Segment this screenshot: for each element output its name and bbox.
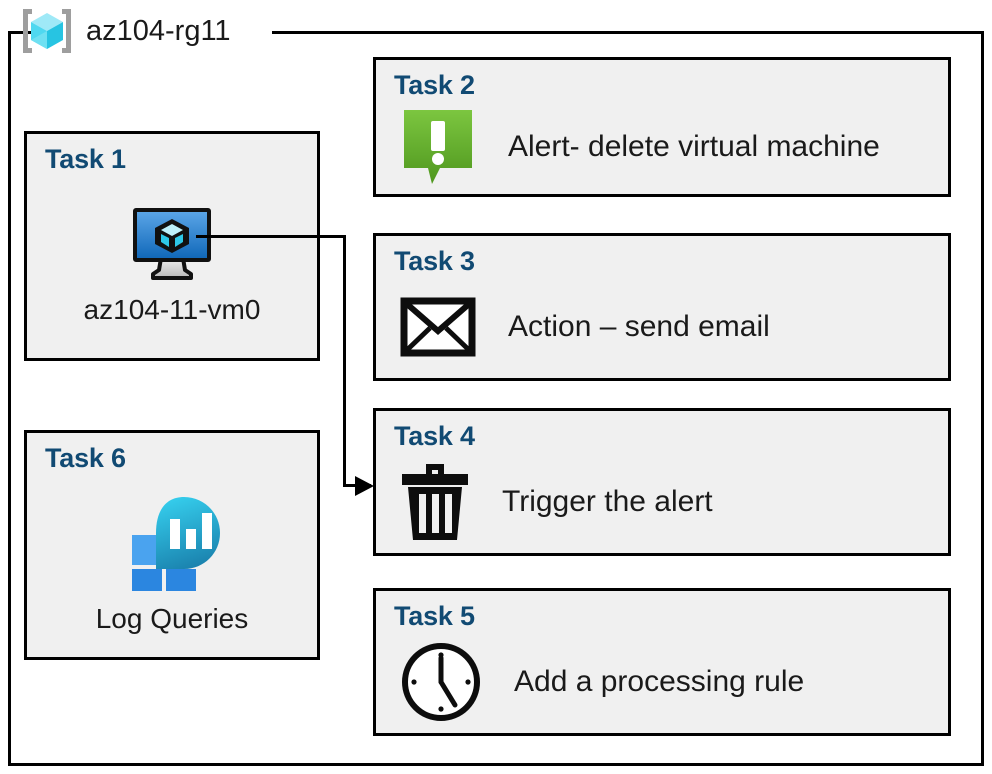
resource-group-header: az104-rg11 [18, 4, 231, 58]
card-task1-body: az104-11-vm0 [27, 182, 317, 350]
card-task6-body: Log Queries [27, 481, 317, 649]
card-task3-body: Action – send email [400, 282, 936, 372]
card-task1[interactable]: Task 1 [24, 131, 320, 361]
envelope-icon [400, 297, 476, 357]
card-task2[interactable]: Task 2 Alert- delete virtual machine [373, 57, 951, 197]
card-task1-caption: az104-11-vm0 [83, 294, 261, 325]
card-task3[interactable]: Task 3 Action – send email [373, 233, 951, 381]
card-task3-title: Task 3 [394, 246, 475, 276]
resource-group-icon [18, 5, 76, 57]
card-task1-title: Task 1 [45, 144, 126, 174]
card-task4-title: Task 4 [394, 421, 475, 451]
connector-vm-to-task4-arrowhead [355, 476, 374, 496]
card-task2-body: Alert- delete virtual machine [400, 106, 936, 188]
card-task5-title: Task 5 [394, 601, 475, 631]
card-task3-label: Action – send email [508, 310, 770, 343]
virtual-machine-icon [129, 206, 215, 282]
resource-group-border-left [8, 31, 11, 766]
card-task4-body: Trigger the alert [400, 457, 936, 547]
resource-group-border-bottom [8, 763, 984, 766]
connector-vm-to-task4-segment-horizontal-top [196, 235, 346, 238]
card-task6[interactable]: Task 6 [24, 430, 320, 660]
card-task2-label: Alert- delete virtual machine [508, 130, 880, 163]
resource-group-border-right [981, 31, 984, 766]
clock-icon [400, 641, 482, 723]
connector-vm-to-task4-segment-vertical [343, 235, 346, 487]
alert-exclamation-icon [400, 106, 476, 188]
card-task4[interactable]: Task 4 Trigger the alert [373, 408, 951, 556]
card-task2-title: Task 2 [394, 70, 475, 100]
card-task5-body: Add a processing rule [400, 637, 936, 727]
card-task5-label: Add a processing rule [514, 665, 805, 698]
card-task6-title: Task 6 [45, 443, 126, 473]
resource-group-border-top-right [272, 31, 984, 34]
resource-group-border-top-left [8, 31, 36, 34]
log-analytics-icon [122, 495, 222, 591]
card-task4-label: Trigger the alert [502, 485, 713, 518]
trash-bin-icon [400, 460, 470, 544]
resource-group-name: az104-rg11 [86, 14, 231, 47]
card-task5[interactable]: Task 5 Add a processing rule [373, 588, 951, 736]
card-task6-caption: Log Queries [95, 603, 249, 634]
